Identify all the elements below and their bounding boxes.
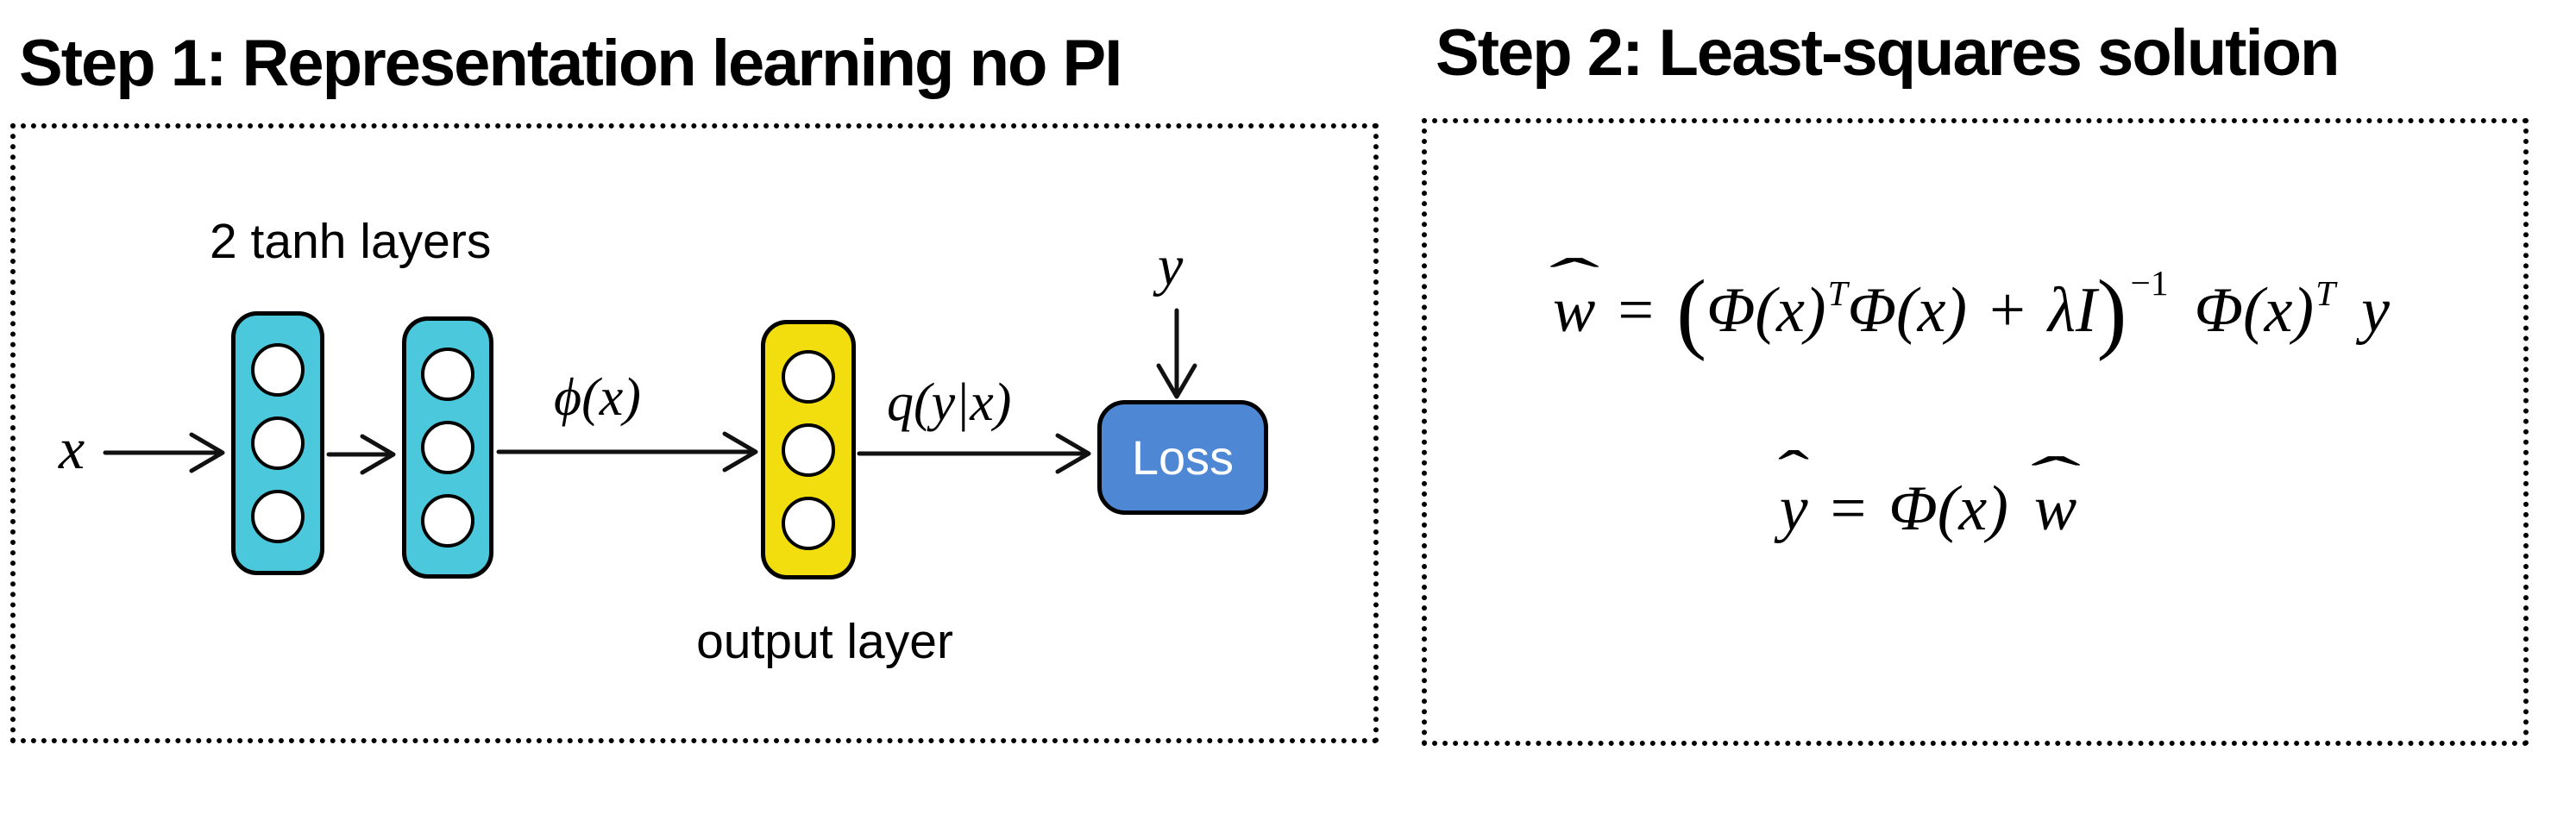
neuron-node bbox=[421, 494, 474, 548]
step2-panel-box bbox=[1422, 118, 2529, 746]
q-y-given-x-label: q(y|x) bbox=[887, 373, 1012, 432]
phi-x-label: ϕ(x) bbox=[554, 368, 641, 427]
tanh-layers-label: 2 tanh layers bbox=[210, 214, 492, 269]
neuron-node bbox=[251, 490, 305, 543]
loss-label: Loss bbox=[1131, 429, 1235, 485]
tanh-layer-2 bbox=[402, 316, 493, 579]
target-y-label: y bbox=[1158, 235, 1184, 297]
output-layer bbox=[761, 320, 856, 579]
neuron-node bbox=[782, 496, 835, 550]
output-layer-label: output layer bbox=[696, 614, 953, 669]
tanh-layer-1 bbox=[231, 311, 324, 575]
step1-panel-box bbox=[10, 123, 1379, 743]
neuron-node bbox=[782, 349, 835, 404]
step2-title: Step 2: Least-squares solution bbox=[1436, 16, 2340, 90]
neuron-node bbox=[251, 416, 305, 470]
step1-title: Step 1: Representation learning no PI bbox=[19, 27, 1122, 100]
neuron-node bbox=[421, 421, 474, 474]
loss-box: Loss bbox=[1097, 400, 1268, 515]
neuron-node bbox=[782, 423, 835, 477]
neuron-node bbox=[421, 348, 474, 401]
neuron-node bbox=[251, 343, 305, 397]
input-x-label: x bbox=[59, 416, 85, 481]
